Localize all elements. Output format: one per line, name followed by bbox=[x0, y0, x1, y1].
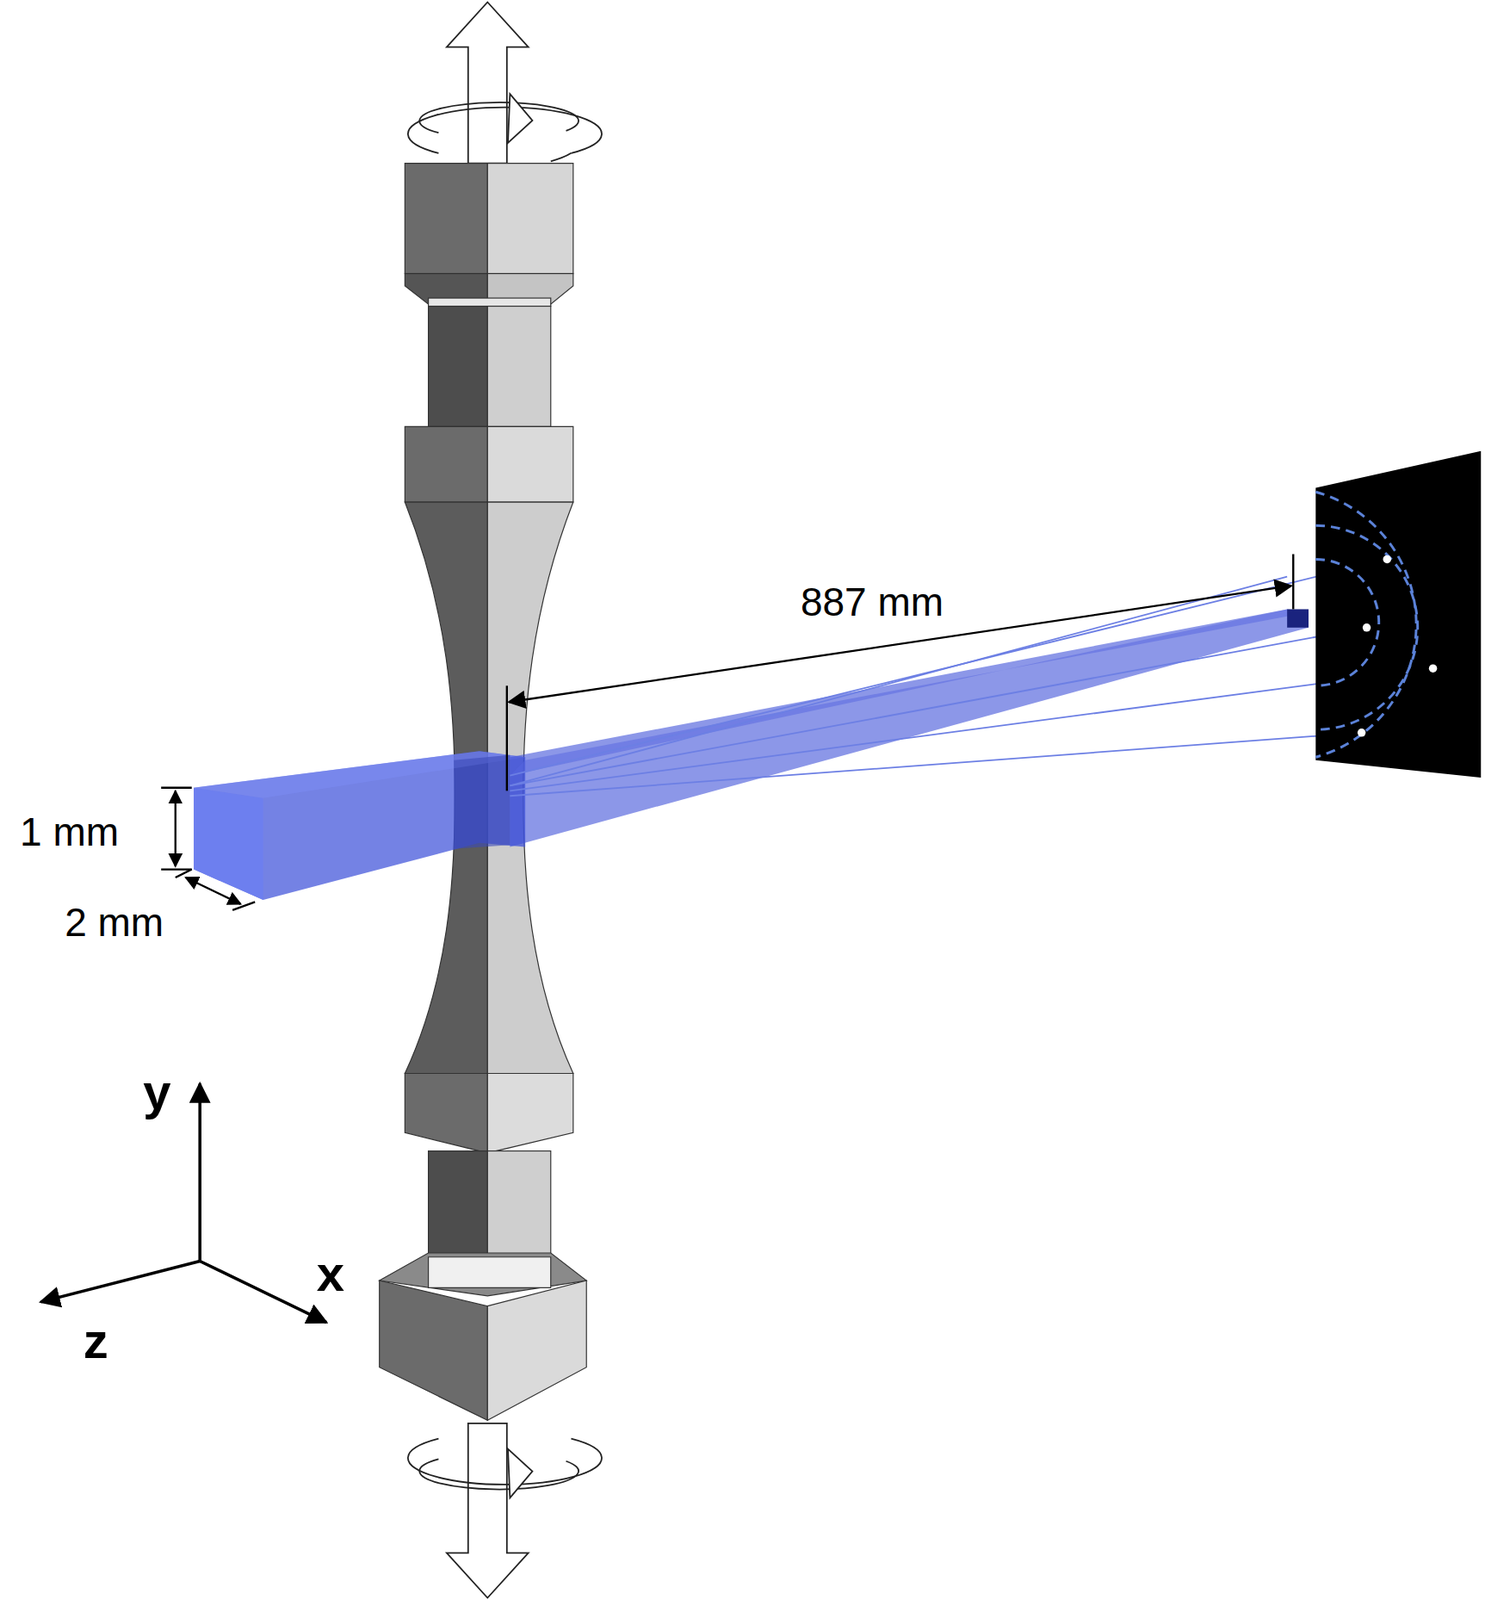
dimension-label: 1 mm bbox=[19, 811, 119, 852]
distance-label: 887 mm bbox=[800, 581, 944, 622]
xray-beam bbox=[193, 750, 526, 900]
distance-dimension bbox=[507, 553, 1294, 791]
detector bbox=[1315, 451, 1481, 778]
rotation-arrow-top bbox=[408, 93, 602, 161]
rotation-arrow-bottom bbox=[408, 1438, 602, 1498]
axis-label: z bbox=[83, 1315, 109, 1366]
dimension-label: 2 mm bbox=[64, 902, 164, 942]
height-dimension bbox=[160, 787, 192, 870]
width-dimension bbox=[175, 869, 255, 910]
coordinate-axes bbox=[40, 1082, 327, 1322]
load-arrow-top bbox=[446, 2, 529, 164]
load-arrow-bottom bbox=[446, 1423, 529, 1598]
axis-label: x bbox=[316, 1248, 345, 1299]
axis-label: y bbox=[142, 1066, 171, 1117]
diffracted-beam bbox=[509, 558, 1433, 847]
